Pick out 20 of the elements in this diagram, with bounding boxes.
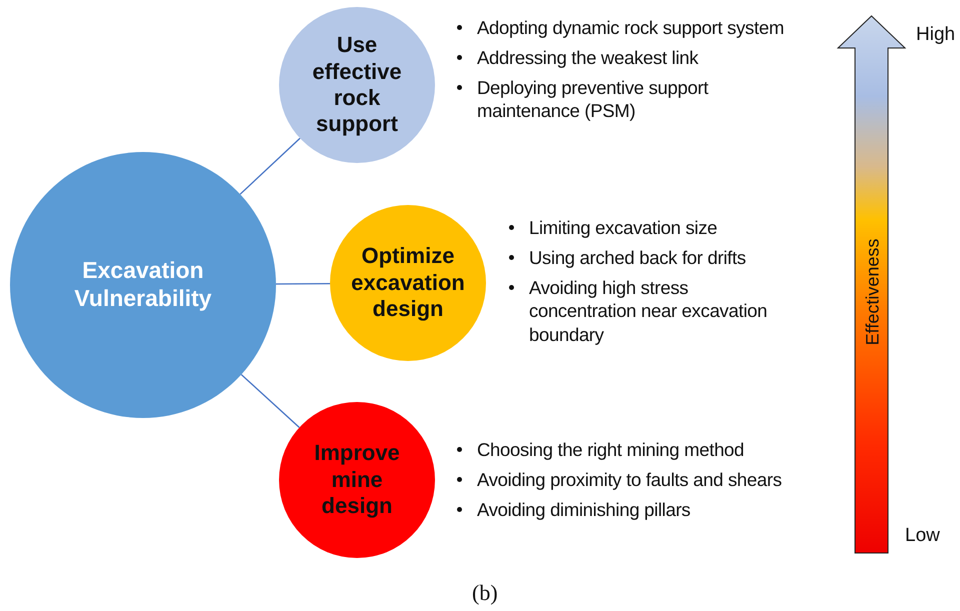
bullet-item: Choosing the right mining method <box>455 438 825 462</box>
bullet-item: Adopting dynamic rock support system <box>455 16 795 40</box>
bullet-item: Avoiding proximity to faults and shears <box>455 468 825 492</box>
bullet-item: Using arched back for drifts <box>507 246 779 270</box>
circle-title: Improve mine design <box>313 440 401 520</box>
bullet-item: Limiting excavation size <box>507 216 779 240</box>
circle-title: Use effective rock support <box>311 32 403 138</box>
bullet-item: Avoiding diminishing pillars <box>455 498 825 522</box>
caption: (b) <box>472 580 498 606</box>
connector-line <box>276 282 330 285</box>
bullet-item: Addressing the weakest link <box>455 46 795 70</box>
bullet-item: Deploying preventive support maintenance (PSM) <box>455 76 795 122</box>
bullet-item: Avoiding high stress concentration near excavation boundary <box>507 276 779 346</box>
scale-label: Low <box>905 525 940 547</box>
circle-title: Optimize excavation design <box>350 243 466 323</box>
connector-line <box>240 374 300 428</box>
connector-line <box>240 138 300 195</box>
scale-label: High <box>916 24 956 46</box>
axis-label: Effectiveness <box>862 238 884 346</box>
circle-title: Excavation Vulnerability <box>73 257 213 313</box>
